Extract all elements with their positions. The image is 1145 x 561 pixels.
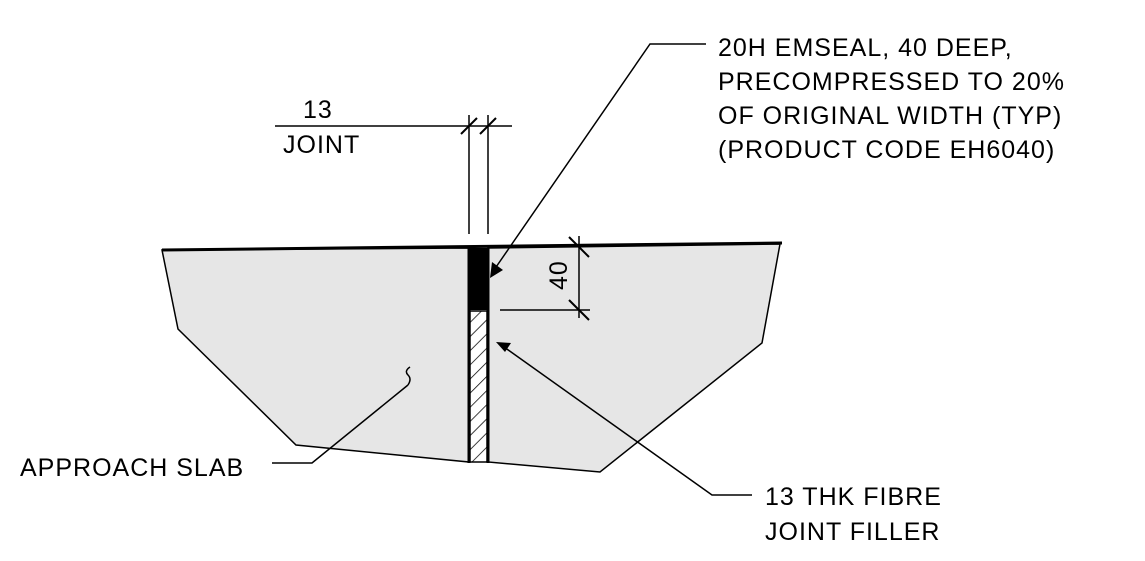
approach-slab-leader-squiggle (405, 366, 411, 386)
filler-note-line2: JOINT FILLER (765, 518, 940, 546)
filler-leader-arrowhead (496, 342, 511, 352)
slab-top-surface (161, 241, 783, 252)
emseal-note-line1: 20H EMSEAL, 40 DEEP, (718, 34, 1013, 62)
emseal-leader-arrowhead (490, 262, 503, 278)
approach-slab-left (161, 247, 470, 463)
seal-depth-value: 40 (545, 260, 573, 290)
approach-slab-leader-line (272, 384, 409, 464)
fibre-joint-filler (469, 310, 488, 463)
joint-width-value: 13 (303, 96, 333, 124)
emseal-note-line4: (PRODUCT CODE EH6040) (718, 136, 1055, 164)
joint-width-tick-left (460, 117, 478, 135)
emseal-note-line2: PRECOMPRESSED TO 20% (718, 68, 1065, 96)
emseal-leader-line (493, 43, 706, 271)
abutment-slab-right (487, 243, 781, 473)
emseal-note-line3: OF ORIGINAL WIDTH (TYP) (718, 102, 1062, 130)
seal-depth-tick-bottom (568, 299, 590, 321)
seal-depth-tick-top (568, 236, 590, 258)
approach-slab-label: APPROACH SLAB (20, 454, 244, 482)
joint-width-label: JOINT (283, 131, 360, 159)
joint-width-tick-right (479, 117, 497, 135)
filler-leader-line (503, 346, 752, 496)
emseal-seal-block (469, 248, 488, 310)
filler-note-line1: 13 THK FIBRE (765, 483, 942, 511)
